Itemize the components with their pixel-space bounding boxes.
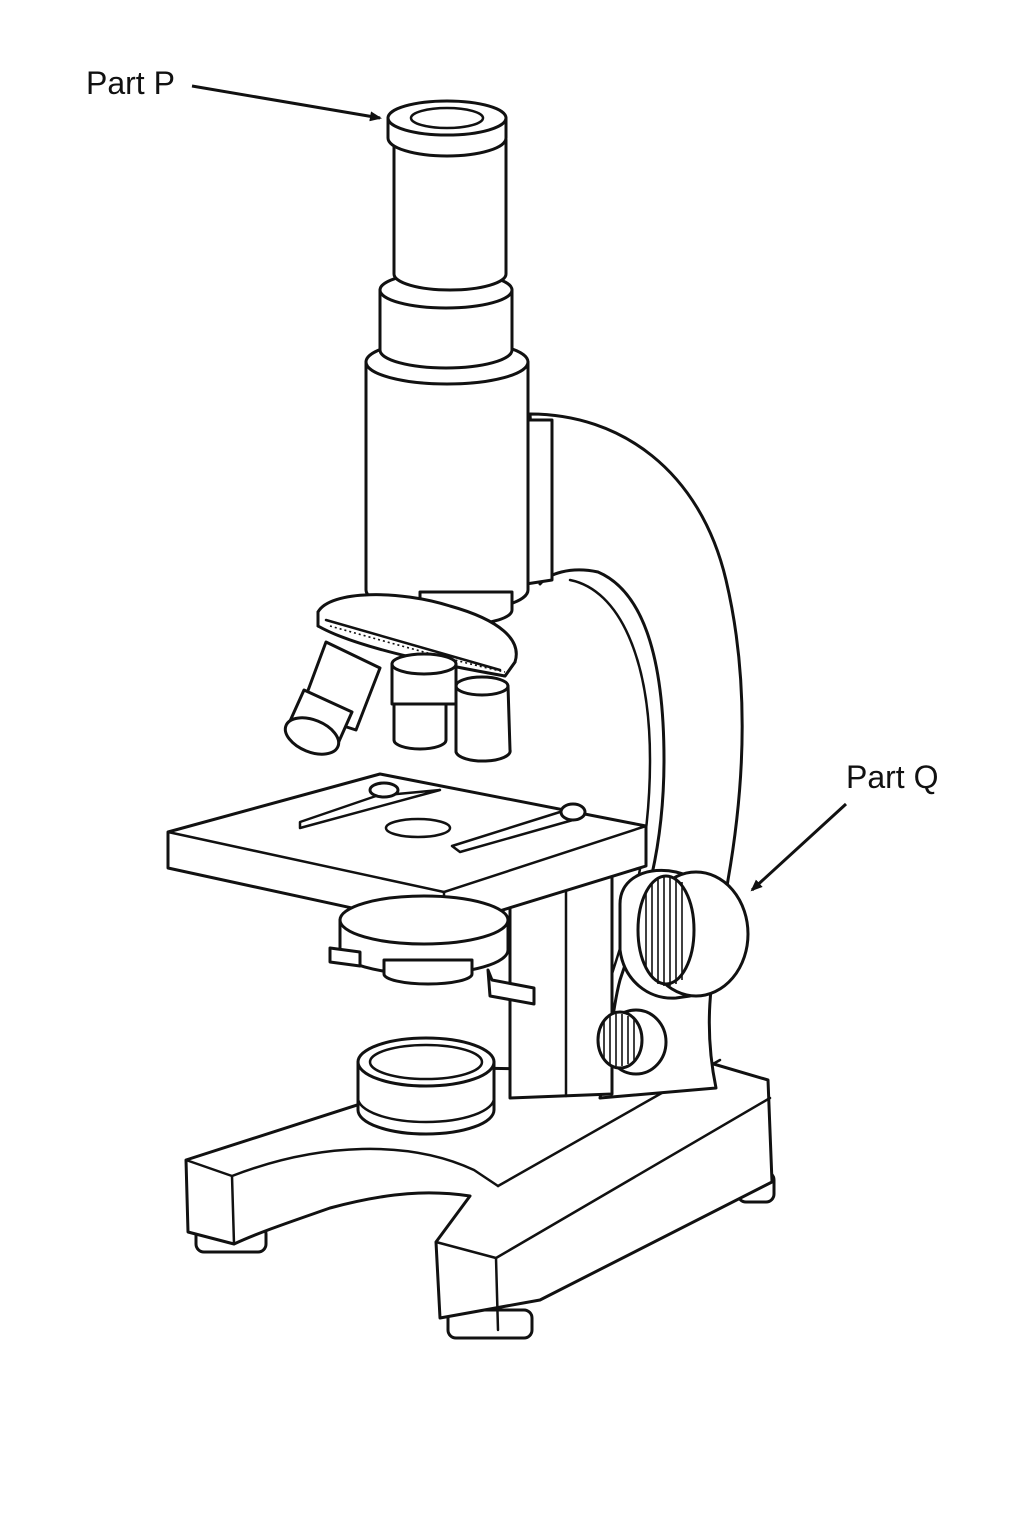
- eyepiece: [386, 99, 508, 158]
- label-part-q: Part Q: [846, 759, 938, 795]
- stage: [166, 772, 648, 930]
- label-part-p: Part P: [86, 65, 175, 101]
- coarse-focus-knob: [618, 868, 750, 1000]
- condenser: [328, 894, 536, 1006]
- fine-focus-knob: [596, 1008, 668, 1076]
- objective-right: [454, 675, 512, 763]
- body-tube: [364, 138, 530, 614]
- arrow-part-p: [191, 84, 382, 122]
- nosepiece: [316, 590, 518, 678]
- base: [184, 1058, 776, 1340]
- arrow-part-q: [750, 802, 848, 892]
- illuminator: [356, 1036, 496, 1136]
- objective-left: [283, 640, 382, 756]
- objective-middle: [390, 652, 458, 751]
